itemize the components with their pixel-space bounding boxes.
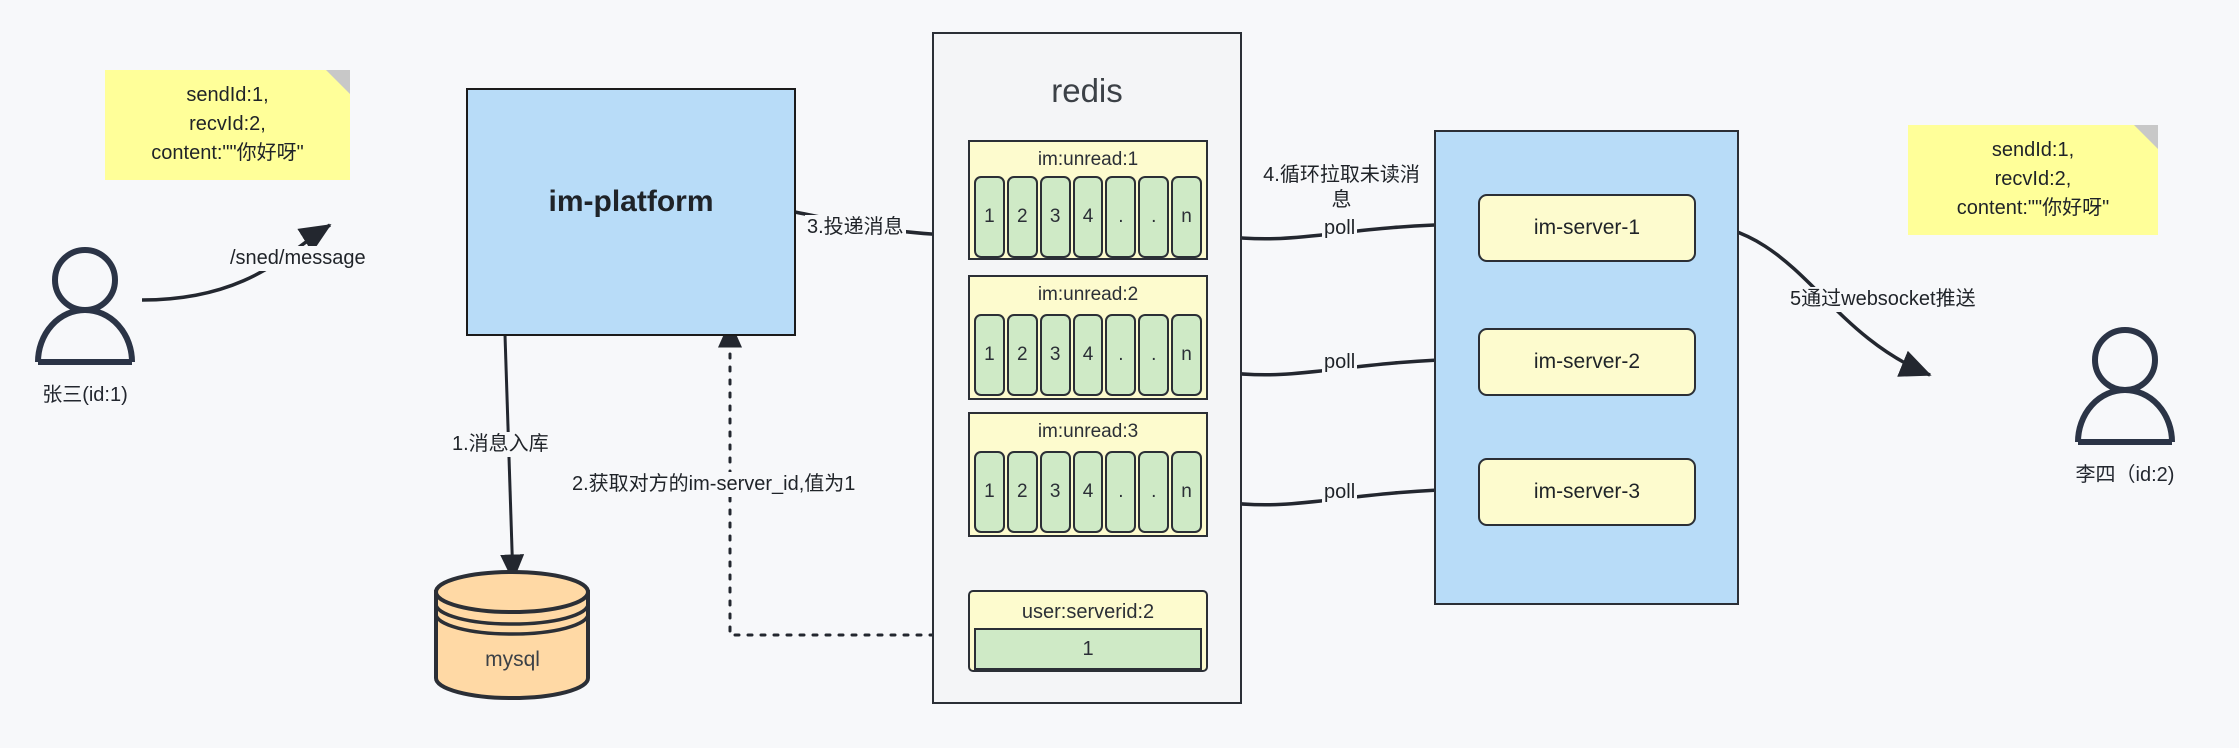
edge-label-deliver-message: 3.投递消息 <box>805 215 906 240</box>
redis-list-cell[interactable]: . <box>1105 451 1137 533</box>
redis-key-group[interactable]: im:unread:1 1 2 3 4 . . n <box>968 140 1208 260</box>
redis-list-cell[interactable]: 4 <box>1072 451 1104 533</box>
redis-list-cells: 1 2 3 4 . . n <box>974 176 1203 258</box>
redis-list-cell[interactable]: 2 <box>1006 314 1038 396</box>
receiver-payload-note-text: sendId:1, recvId:2, content:""你好呀" <box>1956 138 2110 219</box>
im-server-node-label: im-server-2 <box>1533 350 1641 373</box>
redis-list-cell[interactable]: n <box>1171 451 1203 533</box>
actor-receiver-label: 李四（id:2) <box>2075 464 2175 486</box>
database-cylinder-icon <box>434 570 590 700</box>
redis-key-label: im:unread:2 <box>1037 284 1139 305</box>
redis-list-cell[interactable]: . <box>1105 176 1137 258</box>
actor-receiver <box>2060 320 2190 450</box>
receiver-payload-note: sendId:1, recvId:2, content:""你好呀" <box>1908 125 2158 235</box>
im-server-cluster: im-server-1 im-server-2 im-server-3 <box>1434 130 1739 605</box>
redis-list-cell[interactable]: 4 <box>1072 176 1104 258</box>
im-server-node[interactable]: im-server-2 <box>1478 328 1696 396</box>
sender-payload-note: sendId:1, recvId:2, content:""你好呀" <box>105 70 350 180</box>
redis-list-cell[interactable]: 2 <box>1006 176 1038 258</box>
redis-list-cell[interactable]: n <box>1171 314 1203 396</box>
mysql-database[interactable]: mysql <box>430 570 595 700</box>
redis-kv-key-label: user:serverid:2 <box>1021 601 1155 623</box>
redis-list-cell[interactable]: 2 <box>1006 451 1038 533</box>
redis-key-label: im:unread:3 <box>1037 421 1139 442</box>
edge-label-poll-1: poll <box>1322 216 1358 241</box>
im-server-node-label: im-server-3 <box>1533 480 1641 503</box>
redis-list-cell[interactable]: . <box>1105 314 1137 396</box>
redis-key-label: im:unread:1 <box>1037 149 1139 170</box>
redis-kv-entry[interactable]: user:serverid:2 1 <box>968 590 1208 672</box>
im-server-node-label: im-server-1 <box>1533 216 1641 239</box>
redis-key-group[interactable]: im:unread:2 1 2 3 4 . . n <box>968 275 1208 400</box>
redis-list-cell[interactable]: . <box>1138 314 1170 396</box>
edge-label-poll-2: poll <box>1322 350 1358 375</box>
edge-label-lookup-serverid: 2.获取对方的im-server_id,值为1 <box>570 472 858 497</box>
redis-list-cell[interactable]: 1 <box>974 314 1005 396</box>
edge-label-send-message: /sned/message <box>228 246 368 271</box>
note-fold-icon <box>326 70 350 94</box>
im-platform-box[interactable]: im-platform <box>466 88 796 336</box>
redis-list-cell[interactable]: 3 <box>1039 176 1071 258</box>
redis-list-cell[interactable]: 3 <box>1039 451 1071 533</box>
person-icon <box>2075 327 2175 445</box>
redis-list-cell[interactable]: n <box>1171 176 1203 258</box>
redis-list-cell[interactable]: . <box>1138 176 1170 258</box>
redis-key-group[interactable]: im:unread:3 1 2 3 4 . . n <box>968 412 1208 537</box>
edge-message-persist <box>500 334 525 582</box>
edge-label-message-persist: 1.消息入库 <box>450 432 551 457</box>
im-platform-label: im-platform <box>548 185 714 218</box>
mysql-label: mysql <box>485 648 540 671</box>
redis-list-cell[interactable]: 1 <box>974 451 1005 533</box>
redis-list-cells: 1 2 3 4 . . n <box>974 314 1203 396</box>
note-fold-icon <box>2134 125 2158 149</box>
redis-list-cell[interactable]: . <box>1138 451 1170 533</box>
sender-payload-note-text: sendId:1, recvId:2, content:""你好呀" <box>151 83 304 164</box>
redis-kv-value[interactable]: 1 <box>974 628 1202 670</box>
redis-list-cell[interactable]: 3 <box>1039 314 1071 396</box>
redis-title: redis <box>1051 72 1123 109</box>
redis-list-cells: 1 2 3 4 . . n <box>974 451 1203 533</box>
redis-list-cell[interactable]: 1 <box>974 176 1005 258</box>
person-icon <box>35 247 135 365</box>
redis-list-cell[interactable]: 4 <box>1072 314 1104 396</box>
actor-sender-label: 张三(id:1) <box>42 384 128 406</box>
actor-sender <box>20 240 150 370</box>
im-server-node[interactable]: im-server-1 <box>1478 194 1696 262</box>
im-server-node[interactable]: im-server-3 <box>1478 458 1696 526</box>
edge-label-poll-3: poll <box>1322 480 1358 505</box>
edge-label-websocket-push: 5通过websocket推送 <box>1788 287 1978 312</box>
edge-label-loop-pull-unread: 4.循环拉取未读消息 <box>1252 163 1431 213</box>
